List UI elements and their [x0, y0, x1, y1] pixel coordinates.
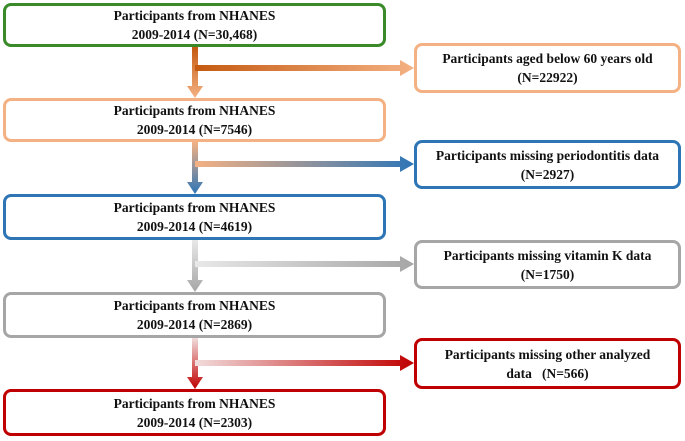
main-box-4-line2: 2009-2014 (N=2869)	[136, 317, 253, 332]
main-box-4-line1: Participants from NHANES	[113, 298, 276, 313]
down-arrow-1	[187, 47, 203, 98]
main-box-2-line2: 2009-2014 (N=7546)	[136, 122, 253, 137]
main-box-1-line2: 2009-2014 (N=30,468)	[131, 27, 258, 42]
main-box-1-line1: Participants from NHANES	[113, 8, 276, 23]
exclusion-box-1-line1: Participants aged below 60 years old	[442, 51, 653, 66]
side-arrow-3	[195, 256, 414, 272]
main-box-3-line1: Participants from NHANES	[113, 200, 276, 215]
main-box-2: Participants from NHANES 2009-2014 (N=75…	[3, 98, 386, 142]
exclusion-box-3-line2: (N=1750)	[520, 266, 575, 282]
exclusion-box-1: Participants aged below 60 years old (N=…	[414, 43, 681, 93]
down-arrow-2	[187, 142, 203, 194]
exclusion-box-2-line2: (N=2927)	[520, 166, 575, 182]
side-arrow-2	[195, 156, 414, 172]
exclusion-box-3: Participants missing vitamin K data (N=1…	[414, 240, 681, 289]
exclusion-box-4-line1: Participants missing other analyzed	[444, 346, 651, 362]
main-box-5-line2: 2009-2014 (N=2303)	[136, 414, 253, 430]
exclusion-box-3-line1: Participants missing vitamin K data	[443, 247, 652, 263]
main-box-3: Participants from NHANES 2009-2014 (N=46…	[3, 194, 386, 240]
side-arrow-1	[195, 60, 414, 76]
exclusion-box-2-line1: Participants missing periodontitis data	[435, 147, 660, 163]
main-box-5: Participants from NHANES 2009-2014 (N=23…	[3, 389, 386, 436]
exclusion-box-4: Participants missing other analyzed data…	[414, 338, 681, 389]
main-box-3-line2: 2009-2014 (N=4619)	[136, 219, 253, 234]
side-arrow-4	[195, 355, 414, 371]
main-box-1: Participants from NHANES 2009-2014 (N=30…	[3, 3, 386, 47]
main-box-2-line1: Participants from NHANES	[113, 103, 276, 118]
exclusion-box-1-line2: (N=22922)	[517, 70, 578, 85]
main-box-5-line1: Participants from NHANES	[113, 395, 276, 411]
exclusion-box-2: Participants missing periodontitis data …	[414, 140, 681, 189]
exclusion-box-4-line2: data (N=566)	[506, 365, 589, 381]
main-box-4: Participants from NHANES 2009-2014 (N=28…	[3, 292, 386, 338]
